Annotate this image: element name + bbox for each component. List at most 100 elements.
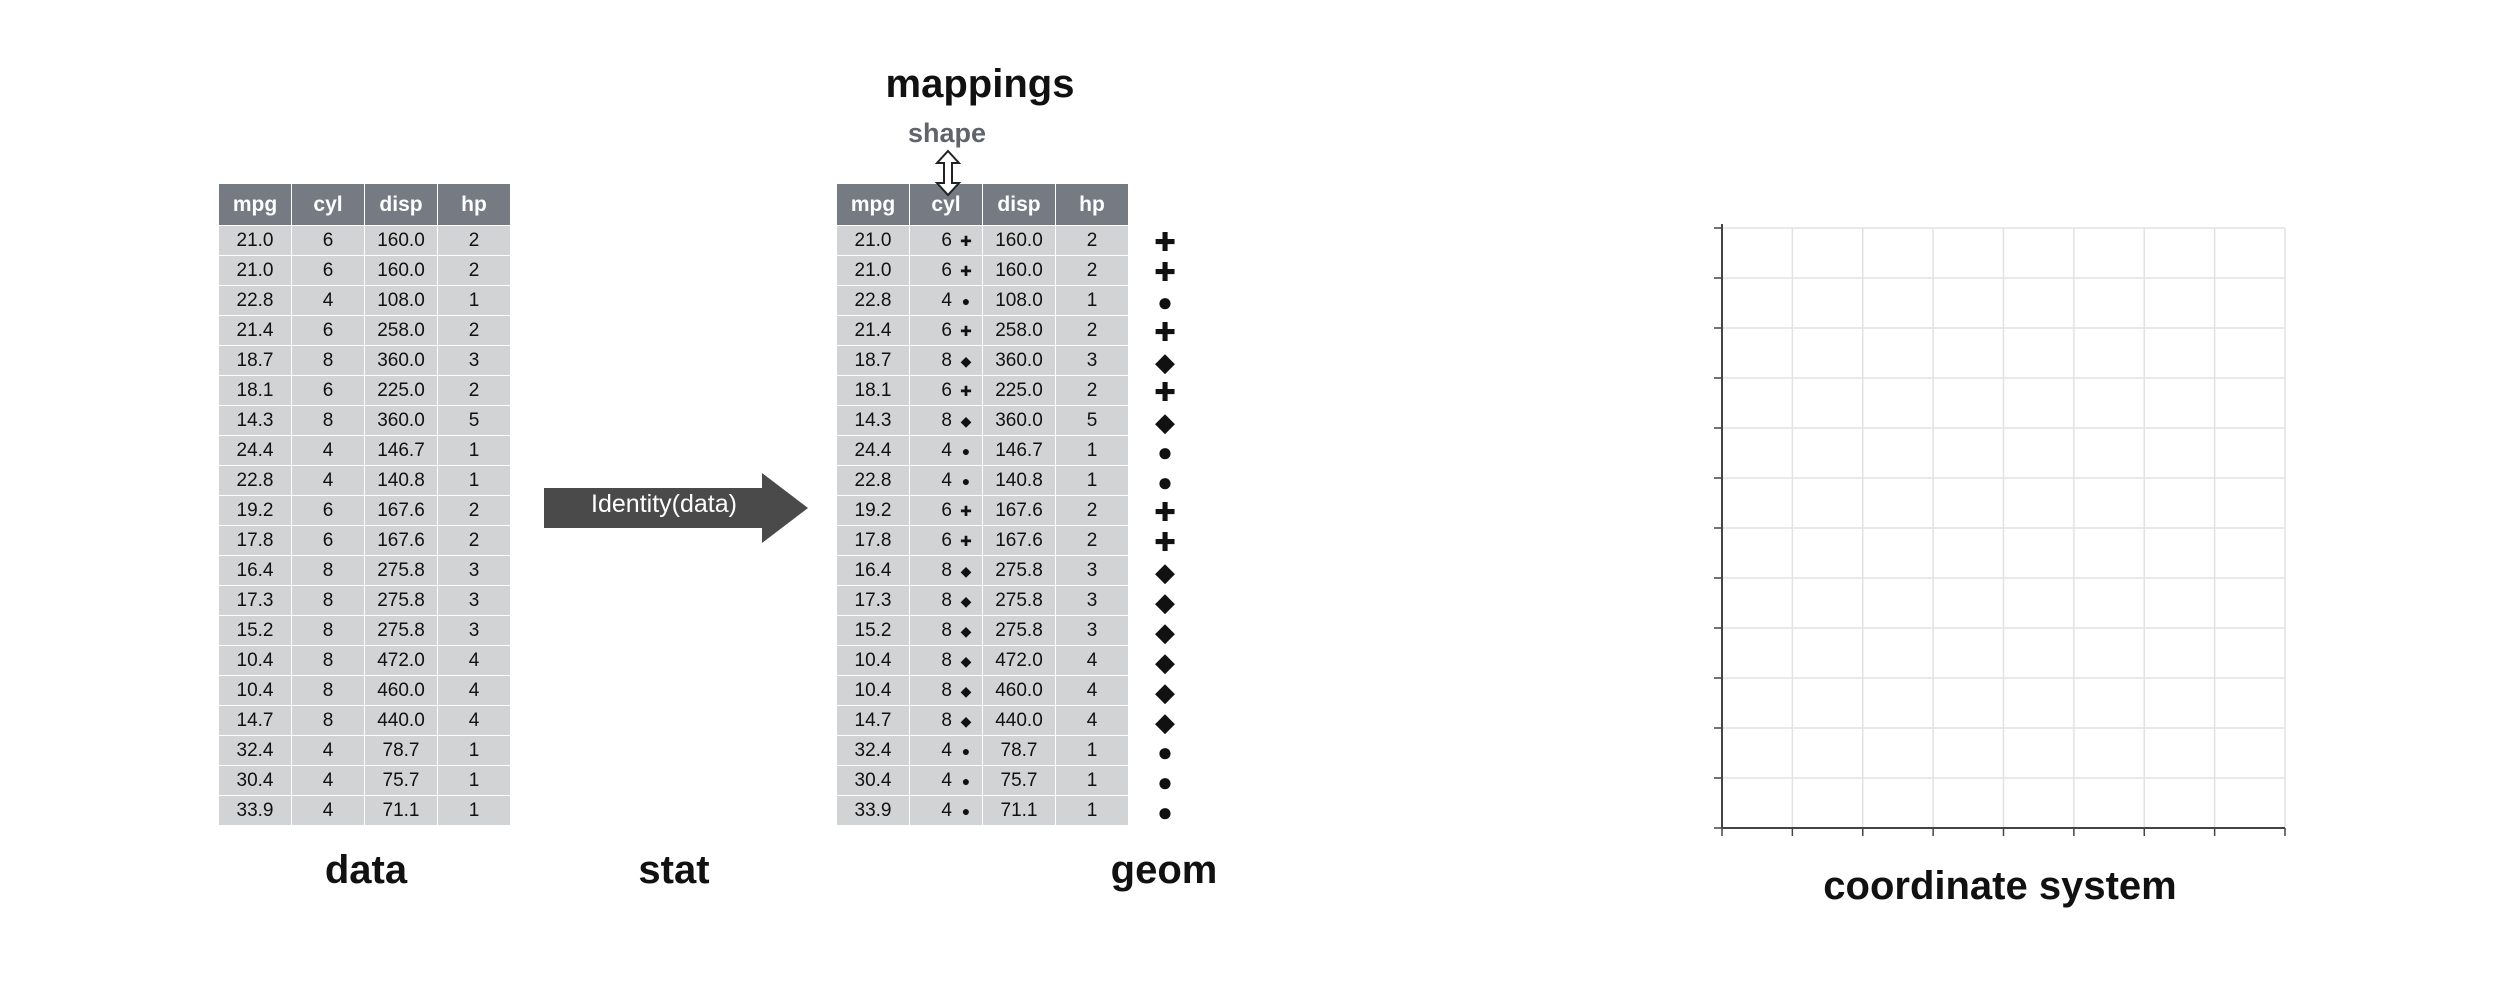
shape-marker-icon: ◆ [960,562,972,579]
table-cell-mpg: 19.2 [218,495,292,526]
table-cell-cyl: 8◆ [909,615,983,646]
geom-point-icon: ✚ [1154,257,1176,287]
table-cell-disp: 258.0 [982,315,1056,346]
shape-marker-icon: ● [961,472,971,489]
table-cell-mpg: 30.4 [836,765,910,796]
table-cell-disp: 78.7 [364,735,438,766]
table-cell-hp: 3 [1055,345,1129,376]
geom-column: ✚✚●✚◆✚◆●●✚✚◆◆◆◆◆◆●●● [1150,227,1180,827]
table-cell-mpg: 33.9 [218,795,292,826]
column-header-disp: disp [982,183,1056,226]
table-cell-disp: 440.0 [364,705,438,736]
shape-marker-icon: ◆ [960,652,972,669]
table-cell-hp: 4 [437,645,511,676]
coordinate-system-panel [1714,224,2286,836]
column-header-mpg: mpg [218,183,292,226]
table-cell-mpg: 21.0 [218,225,292,256]
column-header-hp: hp [1055,183,1129,226]
table-cell-cyl: 4 [291,285,365,316]
table-cell-cyl: 8 [291,675,365,706]
table-cell-disp: 140.8 [364,465,438,496]
shape-marker-icon: ◆ [960,622,972,639]
table-cell-disp: 460.0 [364,675,438,706]
table-cell-disp: 167.6 [364,525,438,556]
table-cell-mpg: 17.8 [836,525,910,556]
table-cell-hp: 2 [1055,225,1129,256]
table-cell-cyl: 6 [291,495,365,526]
geom-point-icon: ● [1157,767,1173,797]
table-cell-cyl: 6✚ [909,375,983,406]
table-cell-cyl: 4● [909,795,983,826]
shape-marker-icon: ◆ [960,592,972,609]
table-cell-cyl: 4● [909,765,983,796]
table-cell-cyl: 8◆ [909,345,983,376]
table-cell-hp: 1 [1055,465,1129,496]
shape-marker-icon: ✚ [960,262,972,279]
table-cell-hp: 1 [437,795,511,826]
table-cell-disp: 78.7 [982,735,1056,766]
table-cell-hp: 5 [1055,405,1129,436]
table-cell-hp: 1 [1055,795,1129,826]
column-header-disp: disp [364,183,438,226]
table-cell-cyl: 4● [909,285,983,316]
shape-marker-icon: ◆ [960,352,972,369]
table-cell-hp: 4 [437,705,511,736]
table-cell-hp: 3 [1055,555,1129,586]
table-cell-disp: 360.0 [982,345,1056,376]
table-cell-mpg: 10.4 [836,645,910,676]
table-cell-hp: 3 [437,585,511,616]
geom-point-icon: ● [1157,797,1173,827]
table-cell-cyl: 8◆ [909,675,983,706]
table-cell-disp: 275.8 [364,555,438,586]
table-cell-hp: 2 [437,255,511,286]
table-cell-cyl: 8 [291,585,365,616]
table-cell-mpg: 14.3 [836,405,910,436]
table-cell-cyl: 8◆ [909,405,983,436]
geom-point-icon: ◆ [1155,347,1175,377]
table-cell-mpg: 32.4 [218,735,292,766]
table-cell-hp: 3 [437,555,511,586]
table-cell-disp: 75.7 [364,765,438,796]
table-cell-hp: 1 [1055,765,1129,796]
table-cell-cyl: 6✚ [909,495,983,526]
table-cell-cyl: 6✚ [909,315,983,346]
table-cell-cyl: 8 [291,345,365,376]
table-cell-cyl: 4 [291,735,365,766]
table-cell-disp: 160.0 [982,255,1056,286]
table-cell-disp: 225.0 [982,375,1056,406]
table-cell-disp: 360.0 [364,405,438,436]
table-cell-disp: 258.0 [364,315,438,346]
shape-marker-icon: ● [961,742,971,759]
table-cell-mpg: 18.1 [218,375,292,406]
table-cell-cyl: 8◆ [909,585,983,616]
table-cell-cyl: 4● [909,435,983,466]
table-cell-disp: 360.0 [364,345,438,376]
table-cell-mpg: 21.0 [218,255,292,286]
table-cell-cyl: 4 [291,465,365,496]
table-cell-mpg: 21.0 [836,225,910,256]
table-cell-disp: 275.8 [364,585,438,616]
table-cell-disp: 146.7 [982,435,1056,466]
table-cell-hp: 1 [1055,435,1129,466]
column-header-mpg: mpg [836,183,910,226]
shape-marker-icon: ● [961,292,971,309]
